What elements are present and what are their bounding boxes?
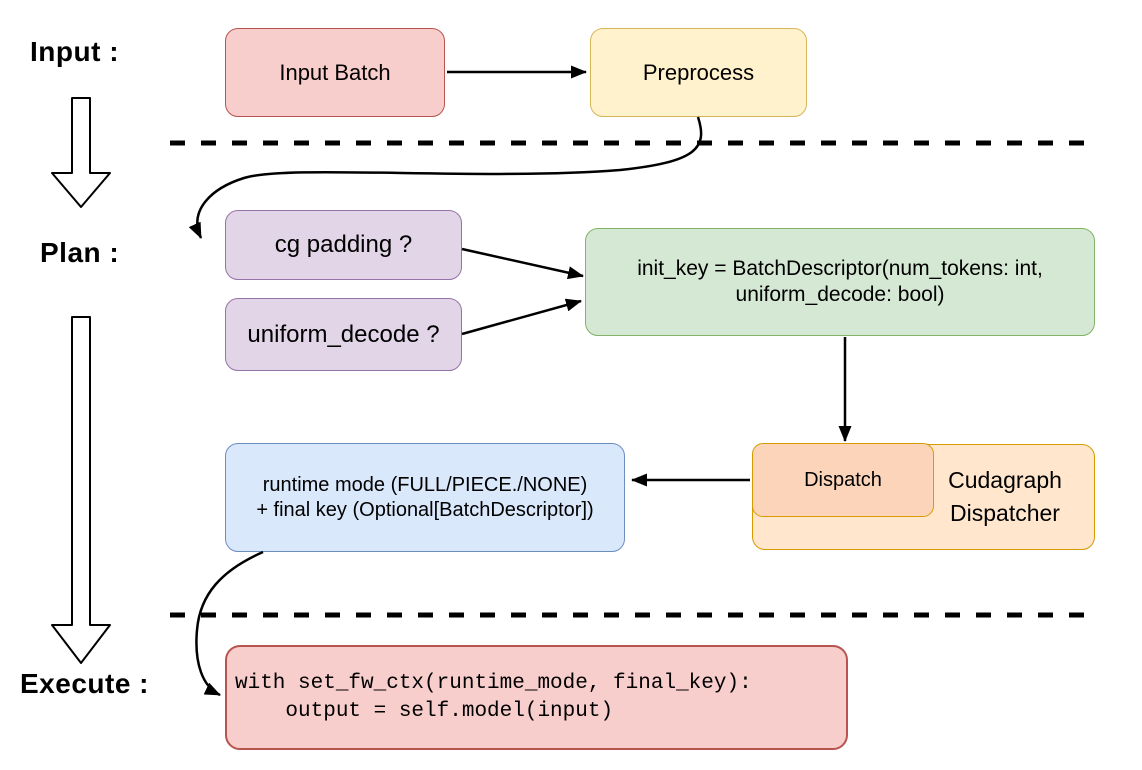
node-execute-code: with set_fw_ctx(runtime_mode, final_key)… <box>225 645 848 750</box>
node-dispatch: Dispatch <box>752 443 934 517</box>
node-runtime-mode-line2: + final key (Optional[BatchDescriptor]) <box>256 498 594 521</box>
node-preprocess: Preprocess <box>590 28 807 117</box>
arrow-uniformdecode-to-initkey <box>461 298 582 336</box>
node-init-key-line2: uniform_decode: bool) <box>735 283 945 306</box>
node-dispatch-label: Dispatch <box>804 468 882 491</box>
phase-label-plan: Plan : <box>40 237 120 268</box>
node-input-batch: Input Batch <box>225 28 445 117</box>
node-cg-padding-label: cg padding ? <box>274 231 413 258</box>
plan-to-execute-arrow <box>51 316 111 664</box>
node-cudagraph-dispatcher-label: Cudagraph Dispatcher <box>948 466 1062 526</box>
node-init-key-line1: init_key = BatchDescriptor(num_tokens: i… <box>637 256 1043 280</box>
node-runtime-mode-line1: runtime mode (FULL/PIECE./NONE) <box>262 473 588 496</box>
node-execute-code-line2: output = self.model(input) <box>235 699 614 723</box>
phase-label-input: Input : <box>30 36 120 67</box>
node-input-batch-label: Input Batch <box>279 59 391 85</box>
node-uniform-decode: uniform_decode ? <box>225 298 462 371</box>
node-preprocess-label: Preprocess <box>642 59 755 85</box>
arrow-cgpadding-to-initkey <box>461 247 584 280</box>
node-uniform-decode-label: uniform_decode ? <box>247 320 440 348</box>
node-cg-padding: cg padding ? <box>225 210 462 280</box>
phase-label-execute: Execute : <box>20 668 149 699</box>
node-execute-code-line1: with set_fw_ctx(runtime_mode, final_key)… <box>235 672 752 696</box>
input-to-plan-arrow <box>51 97 111 208</box>
node-init-key: init_key = BatchDescriptor(num_tokens: i… <box>585 228 1095 336</box>
node-runtime-mode: runtime mode (FULL/PIECE./NONE) + final … <box>225 443 625 552</box>
